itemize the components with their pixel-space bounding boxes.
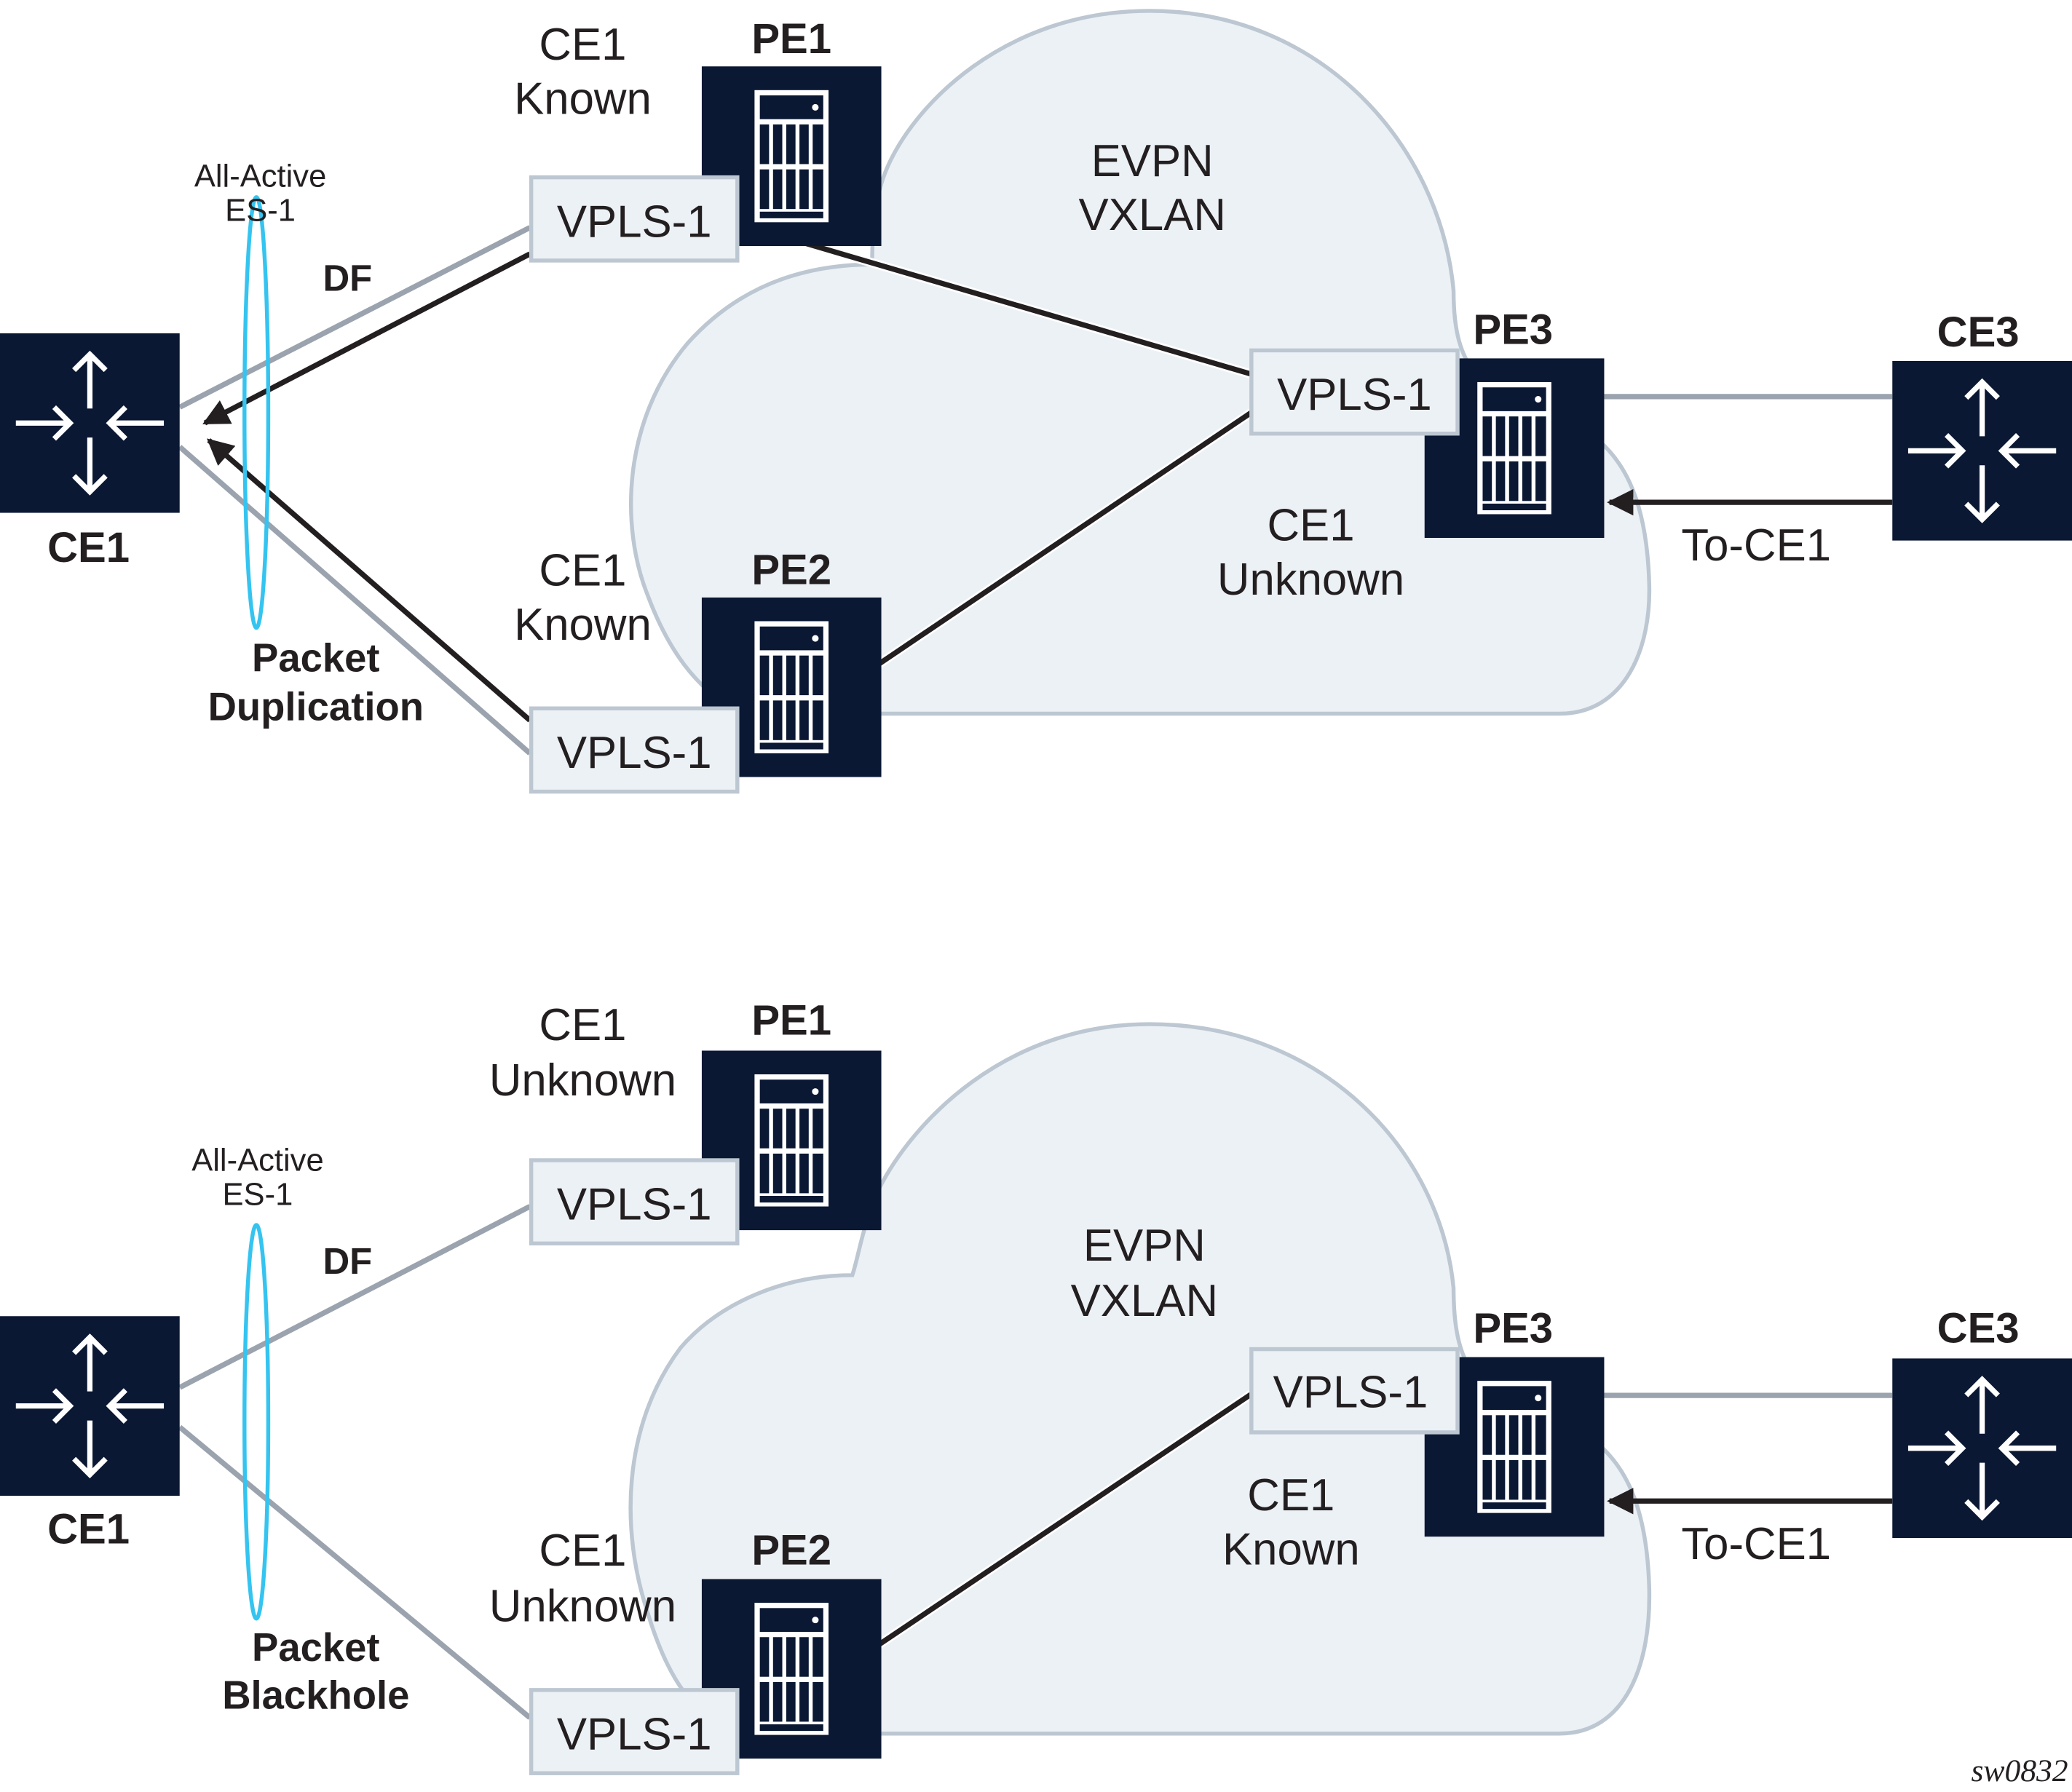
pe3-vpls-box[interactable]: VPLS-1 (1249, 348, 1460, 436)
ce3-router-icon[interactable] (1892, 1358, 2072, 1538)
issue-label-line2: Duplication (208, 685, 424, 729)
pe1-state-line1: CE1 (539, 20, 626, 70)
df-label: DF (323, 258, 372, 299)
pe1-state-line2: Known (514, 74, 652, 124)
pe1-name: PE1 (751, 15, 831, 63)
ce3-name: CE3 (1937, 309, 2020, 356)
pe2-vpls-box[interactable]: VPLS-1 (529, 706, 740, 794)
pe3-vpls-box[interactable]: VPLS-1 (1249, 1347, 1460, 1435)
ce3-router-icon[interactable] (1892, 361, 2072, 541)
diagram-packet-duplication: VPLS-1 VPLS-1 VPLS-1 PE1 CE1 Known PE2 C… (0, 9, 2072, 794)
link-ce1-pe1 (178, 225, 531, 410)
ce1-router-icon[interactable] (0, 333, 180, 513)
pe3-state-line1: CE1 (1268, 501, 1355, 551)
pe1-vpls-box[interactable]: VPLS-1 (529, 1158, 740, 1246)
issue-label-line2: Blackhole (222, 1673, 409, 1717)
evpn-vxlan-cloud (629, 9, 1652, 716)
arrow-pe3-to-pe1 (740, 218, 1252, 377)
pe2-name: PE2 (751, 547, 831, 594)
ce1-router-icon[interactable] (0, 1316, 180, 1496)
pe1-state-line1: CE1 (539, 1000, 626, 1050)
pe3-name: PE3 (1473, 1304, 1553, 1352)
pe2-vpls-label: VPLS-1 (557, 728, 712, 778)
cloud-label-line1: EVPN (1083, 1221, 1206, 1271)
evpn-vxlan-cloud (628, 1022, 1652, 1736)
es-label-line2: ES-1 (223, 1178, 293, 1213)
pe1-vpls-label: VPLS-1 (557, 197, 712, 247)
cloud-label-line2: VXLAN (1079, 190, 1226, 240)
diagram-packet-blackhole: VPLS-1 VPLS-1 VPLS-1 PE1 CE1 Unknown PE2… (0, 997, 2072, 1775)
es-label-line2: ES-1 (225, 194, 296, 229)
to-ce1-label: To-CE1 (1681, 1519, 1831, 1569)
link-ce1-pe2 (178, 445, 532, 756)
pe2-state-line2: Unknown (489, 1581, 676, 1631)
pe2-state-line1: CE1 (539, 545, 626, 595)
ce1-name: CE1 (47, 524, 130, 571)
pe2-state-line2: Known (514, 600, 652, 650)
es-ring (242, 1223, 271, 1621)
link-ce1-pe2 (178, 1424, 532, 1720)
to-ce1-label: To-CE1 (1681, 520, 1831, 571)
pe1-state-line2: Unknown (489, 1055, 676, 1106)
issue-label-line1: Packet (252, 635, 380, 680)
es-label-line1: All-Active (191, 1143, 323, 1178)
pe3-vpls-label: VPLS-1 (1273, 1367, 1428, 1417)
pe2-name: PE2 (751, 1526, 831, 1574)
pe3-state-line1: CE1 (1247, 1470, 1334, 1521)
ce1-name: CE1 (47, 1505, 130, 1553)
pe3-name: PE3 (1473, 306, 1553, 353)
pe3-state-line2: Known (1222, 1524, 1360, 1574)
issue-label-line1: Packet (252, 1625, 380, 1670)
arrow-pe1-to-ce1 (202, 251, 531, 426)
pe2-state-line1: CE1 (539, 1526, 626, 1576)
es-label-line1: All-Active (194, 159, 326, 194)
df-label: DF (323, 1240, 372, 1282)
cloud-label-line1: EVPN (1091, 136, 1214, 186)
pe3-state-line2: Unknown (1217, 555, 1404, 605)
figure-id: sw0832 (1971, 1753, 2068, 1788)
pe3-vpls-label: VPLS-1 (1277, 370, 1432, 420)
cloud-label-line2: VXLAN (1071, 1276, 1218, 1326)
pe1-name: PE1 (751, 997, 831, 1044)
pe2-vpls-box[interactable]: VPLS-1 (529, 1688, 740, 1775)
es-ring (242, 195, 271, 630)
pe1-vpls-label: VPLS-1 (557, 1180, 712, 1230)
ce3-name: CE3 (1937, 1304, 2020, 1352)
arrow-pe2-to-ce1 (207, 438, 532, 723)
link-ce1-pe1 (178, 1204, 531, 1390)
pe1-vpls-box[interactable]: VPLS-1 (529, 175, 740, 263)
pe2-vpls-label: VPLS-1 (557, 1710, 712, 1760)
